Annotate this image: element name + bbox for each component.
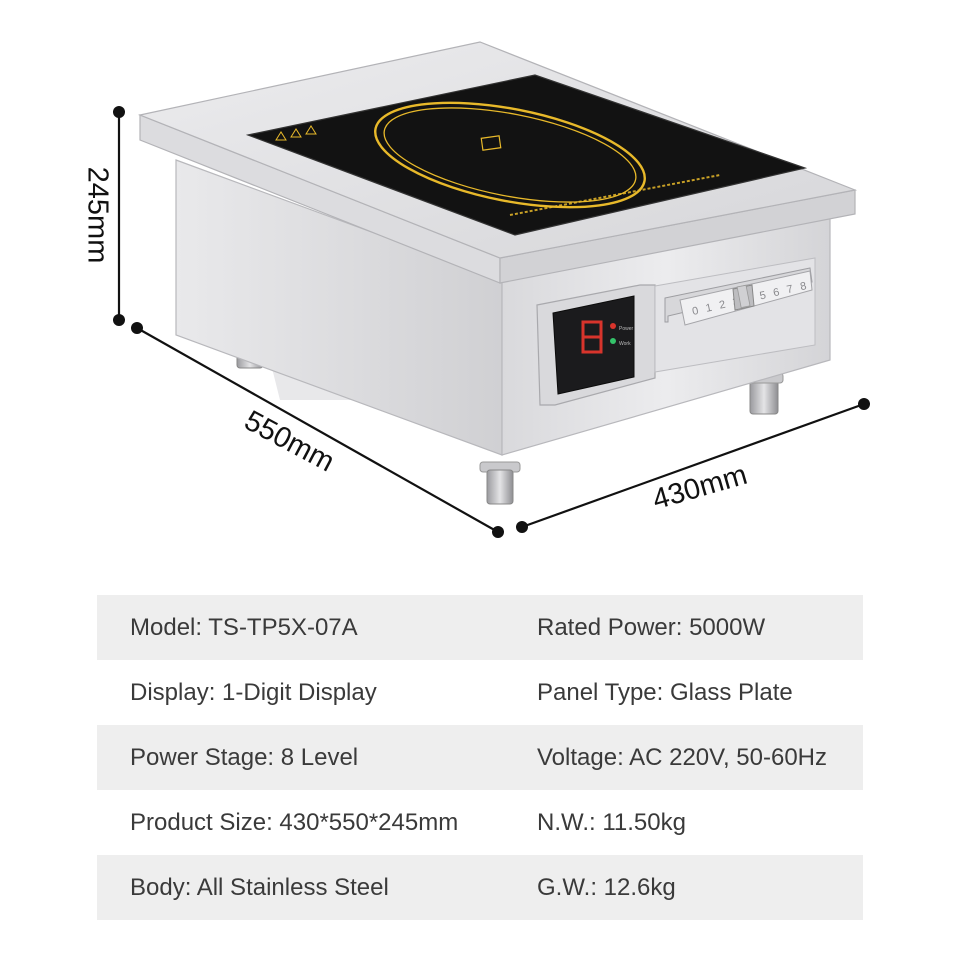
knob-scale-digit: 8 <box>799 280 807 293</box>
spec-voltage: Voltage: AC 220V, 50-60Hz <box>537 743 827 771</box>
spec-row: Body: All Stainless Steel G.W.: 12.6kg <box>97 855 863 920</box>
spec-gross-weight: G.W.: 12.6kg <box>537 873 676 901</box>
height-dimension-label: 245mm <box>81 166 114 264</box>
spec-row: Power Stage: 8 Level Voltage: AC 220V, 5… <box>97 725 863 790</box>
spec-row: Model: TS-TP5X-07A Rated Power: 5000W <box>97 595 863 660</box>
spec-display: Display: 1-Digit Display <box>130 678 377 706</box>
knob-scale-digit: 1 <box>705 302 713 315</box>
knob-scale-digit: 2 <box>718 299 726 312</box>
spec-product-size: Product Size: 430*550*245mm <box>130 808 459 836</box>
brand-mark-icon <box>480 135 502 151</box>
knob-scale-digit: 5 <box>759 289 767 302</box>
product-illustration: Power Work 01235678 245mm 550mm 430mm <box>81 41 870 538</box>
knob-scale-digit: 0 <box>691 305 699 318</box>
front-left-foot <box>479 461 521 505</box>
heating-ring-inner <box>383 107 637 203</box>
warning-text-strip <box>509 174 721 216</box>
heating-ring-outer <box>374 101 646 209</box>
work-label: Work <box>619 341 631 347</box>
power-label: Power <box>619 326 634 332</box>
dimension-lines <box>113 106 870 538</box>
spec-table: Model: TS-TP5X-07A Rated Power: 5000W Di… <box>97 595 863 920</box>
knob-scale-digit: 7 <box>786 283 794 296</box>
spec-model: Model: TS-TP5X-07A <box>130 613 358 641</box>
knob-scale-digit: 6 <box>772 286 780 299</box>
spec-row: Display: 1-Digit Display Panel Type: Gla… <box>97 660 863 725</box>
work-indicator <box>610 338 616 344</box>
power-knob[interactable] <box>732 284 755 311</box>
spec-rated-power: Rated Power: 5000W <box>537 613 766 641</box>
spec-panel-type: Panel Type: Glass Plate <box>537 678 793 706</box>
display-panel: Power Work <box>536 284 656 406</box>
induction-cooker-drawing: Power Work 01235678 <box>113 41 870 538</box>
spec-row: Product Size: 430*550*245mm N.W.: 11.50k… <box>97 790 863 855</box>
spec-power-stage: Power Stage: 8 Level <box>130 743 359 771</box>
warning-icons <box>275 125 317 141</box>
spec-body: Body: All Stainless Steel <box>130 873 389 901</box>
power-knob-panel: 01235678 <box>654 257 816 373</box>
spec-net-weight: N.W.: 11.50kg <box>537 808 686 836</box>
power-indicator <box>610 323 616 329</box>
